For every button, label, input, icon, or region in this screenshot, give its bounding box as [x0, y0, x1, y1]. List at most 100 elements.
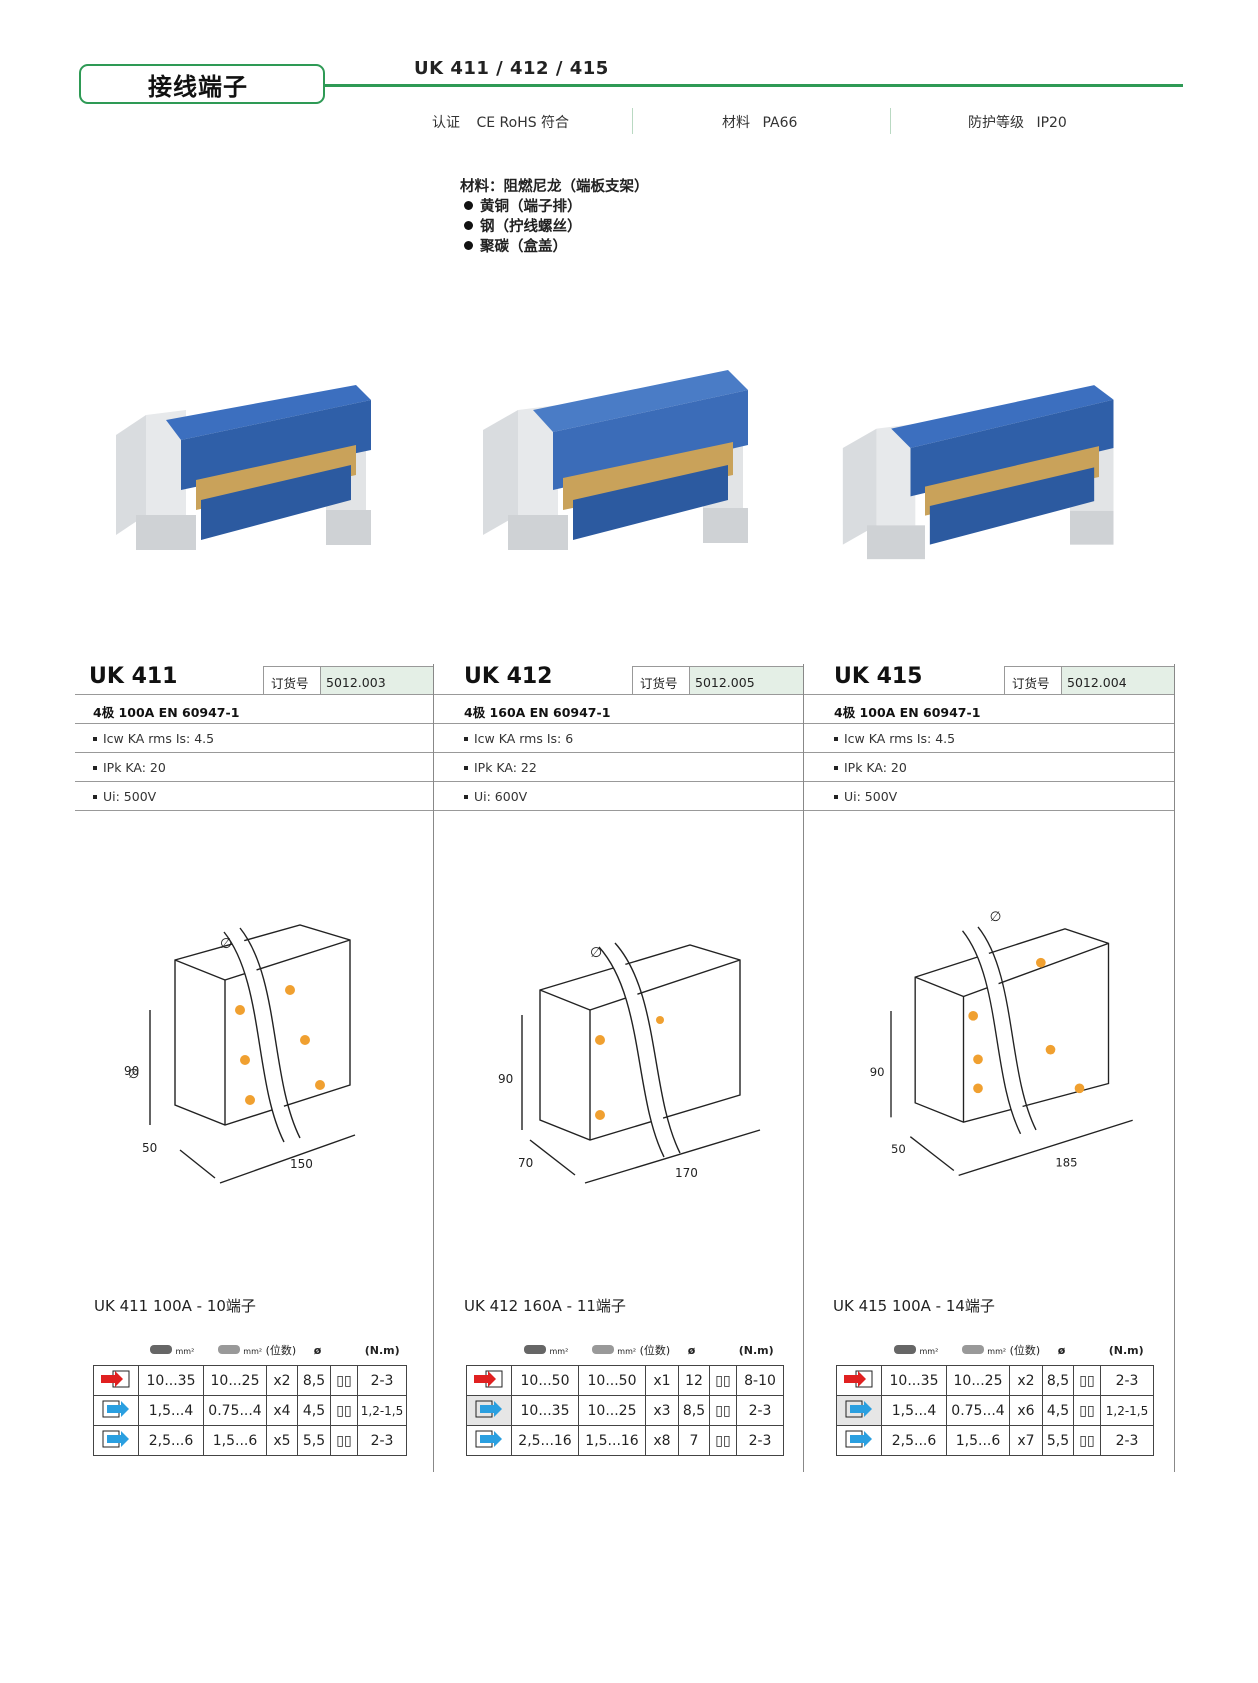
diameter-label: ø	[313, 1344, 322, 1357]
product-caption: UK 415 100A - 14端子	[833, 1297, 995, 1315]
svg-text:90: 90	[498, 1072, 513, 1086]
divider	[890, 108, 891, 134]
product-column-uk411: UK 411 订货号 5012.003 4极 100A EN 60947-1 I…	[75, 664, 433, 811]
wire-table-uk415: 10...35 10...25 x2 8,5 ▯▯ 2-3 1,5...4 0.…	[836, 1365, 1154, 1456]
divider	[632, 108, 633, 134]
spec-ui: Ui: 500V	[804, 782, 1174, 811]
page-title: 接线端子	[148, 73, 248, 101]
input-arrow-icon	[101, 1370, 130, 1387]
screwdriver-icon: ▯▯	[1073, 1365, 1101, 1396]
bullet-icon	[464, 241, 473, 250]
cert-marks: CE RoHS 符合	[476, 115, 570, 131]
unit-label: mm²	[617, 1347, 637, 1356]
table-row: 10...35 10...25 x3 8,5 ▯▯ 2-3	[466, 1395, 784, 1426]
torque-label: (N.m)	[738, 1344, 774, 1357]
svg-text:50: 50	[891, 1142, 906, 1156]
dimension-drawing-uk415: 90 50 185 ∅	[870, 909, 1133, 1176]
material-value: PA66	[762, 115, 798, 131]
screwdriver-icon: ▯▯	[330, 1425, 358, 1456]
product-column-uk412: UK 412 订货号 5012.005 4极 160A EN 60947-1 I…	[434, 664, 803, 811]
unit-label: mm²	[987, 1347, 1007, 1356]
model-list: UK 411 / 412 / 415	[414, 58, 609, 79]
table-header-uk412: mm² mm² (位数) ø (N.m)	[524, 1342, 896, 1364]
cable-icon	[961, 1345, 984, 1354]
header-rule	[325, 84, 1183, 87]
protection-info: 防护等级 IP20	[968, 112, 1067, 132]
svg-text:70: 70	[518, 1156, 533, 1170]
screwdriver-icon: ▯▯	[330, 1395, 358, 1426]
order-number: 5012.004	[1062, 666, 1174, 694]
material-item: 钢（拧线螺丝）	[460, 217, 649, 237]
unit-label: mm²	[175, 1347, 195, 1356]
output-arrow-icon	[845, 1430, 872, 1447]
table-row: 10...50 10...50 x1 12 ▯▯ 8-10	[466, 1365, 784, 1396]
spec-ui: Ui: 600V	[434, 782, 803, 811]
table-row: 2,5...16 1,5...16 x8 7 ▯▯ 2-3	[466, 1425, 784, 1456]
diameter-label: ø	[1057, 1344, 1066, 1357]
table-row: 1,5...4 0.75...4 x4 4,5 ▯▯ 1,2-1,5	[93, 1395, 407, 1426]
table-row: 1,5...4 0.75...4 x6 4,5 ▯▯ 1,2-1,5	[836, 1395, 1154, 1426]
screwdriver-icon: ▯▯	[1073, 1425, 1101, 1456]
order-number: 5012.005	[690, 666, 803, 694]
spec-line: 4极 100A EN 60947-1	[804, 695, 1174, 724]
materials-list: 材料：阻燃尼龙（端板支架） 黄铜（端子排） 钢（拧线螺丝） 聚碳（盒盖）	[460, 177, 649, 257]
spec-ipk: IPk KA: 20	[75, 753, 433, 782]
spec-icw: Icw KA rms Is: 4.5	[75, 724, 433, 753]
svg-text:170: 170	[675, 1166, 698, 1180]
output-arrow-icon	[475, 1400, 502, 1417]
spec-ipk: IPk KA: 20	[804, 753, 1174, 782]
column-divider	[1174, 664, 1175, 1472]
screwdriver-icon: ▯▯	[709, 1425, 737, 1456]
material-item: 聚碳（盒盖）	[460, 237, 649, 257]
bullet-icon	[464, 201, 473, 210]
screwdriver-icon: ▯▯	[1073, 1395, 1101, 1426]
column-divider	[433, 664, 434, 1472]
product-photo-uk415	[842, 385, 1114, 560]
spec-icw: Icw KA rms Is: 6	[434, 724, 803, 753]
order-label: 订货号	[632, 666, 690, 694]
diameter-label: ø	[687, 1344, 696, 1357]
ferrule-icon	[150, 1345, 172, 1354]
svg-text:150: 150	[290, 1157, 313, 1171]
product-photo-uk412	[483, 370, 748, 550]
torque-label: (N.m)	[364, 1344, 400, 1357]
svg-text:185: 185	[1055, 1156, 1077, 1170]
protection-value: IP20	[1036, 115, 1067, 131]
input-arrow-icon	[844, 1370, 873, 1387]
product-photo-uk411	[116, 385, 371, 550]
order-label: 订货号	[1004, 666, 1062, 694]
dimension-drawing-uk411: ∅ ∅ 90 50 150	[124, 924, 356, 1184]
table-row: 2,5...6 1,5...6 x5 5,5 ▯▯ 2-3	[93, 1425, 407, 1456]
table-header-uk411: mm² mm² (位数) ø (N.m)	[150, 1342, 522, 1364]
svg-text:50: 50	[142, 1141, 157, 1155]
ferrule-icon	[894, 1345, 916, 1354]
spec-icw: Icw KA rms Is: 4.5	[804, 724, 1174, 753]
unit-label: mm²	[919, 1347, 939, 1356]
svg-text:90: 90	[124, 1064, 139, 1078]
title-frame	[79, 64, 325, 104]
cable-icon	[591, 1345, 614, 1354]
positions-label: (位数)	[265, 1344, 297, 1357]
positions-label: (位数)	[1009, 1344, 1041, 1357]
order-number: 5012.003	[321, 666, 433, 694]
product-column-uk415: UK 415 订货号 5012.004 4极 100A EN 60947-1 I…	[804, 664, 1174, 811]
cable-icon	[217, 1345, 240, 1354]
svg-text:∅: ∅	[220, 936, 232, 952]
screwdriver-icon: ▯▯	[709, 1365, 737, 1396]
ferrule-icon	[524, 1345, 546, 1354]
positions-label: (位数)	[639, 1344, 671, 1357]
material-info: 材料 PA66	[722, 112, 797, 132]
spec-line: 4极 160A EN 60947-1	[434, 695, 803, 724]
protection-label: 防护等级	[968, 115, 1024, 131]
product-model: UK 411	[89, 664, 178, 689]
spec-ipk: IPk KA: 22	[434, 753, 803, 782]
svg-text:∅: ∅	[128, 1067, 139, 1082]
cert-info: 认证 CE RoHS 符合	[432, 112, 569, 132]
torque-label: (N.m)	[1108, 1344, 1144, 1357]
product-caption: UK 411 100A - 10端子	[94, 1297, 256, 1315]
wire-table-uk412: 10...50 10...50 x1 12 ▯▯ 8-10 10...35 10…	[466, 1365, 784, 1456]
output-arrow-icon	[845, 1400, 872, 1417]
unit-label: mm²	[243, 1347, 263, 1356]
table-row: 2,5...6 1,5...6 x7 5,5 ▯▯ 2-3	[836, 1425, 1154, 1456]
product-caption: UK 412 160A - 11端子	[464, 1297, 626, 1315]
